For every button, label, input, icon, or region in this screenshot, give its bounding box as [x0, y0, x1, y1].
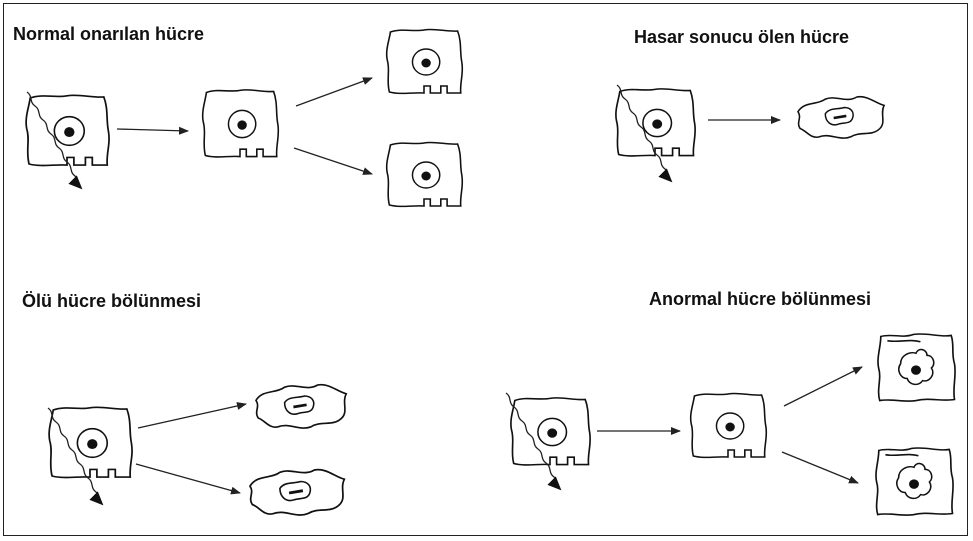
arrow: [294, 148, 372, 174]
arrow: [136, 464, 240, 493]
arrow: [117, 129, 188, 131]
daughter-cell: [387, 29, 463, 93]
dead-division-panel: [48, 385, 346, 515]
abnormal-panel: [506, 334, 955, 515]
arrow: [782, 452, 858, 483]
repaired-cell: [691, 393, 767, 457]
arrow: [784, 367, 862, 406]
dead-cell: [798, 97, 884, 138]
irradiated-cell: [616, 89, 695, 156]
irradiated-cell: [511, 398, 590, 465]
dead-panel: [616, 85, 884, 181]
abnormal-daughter-cell: [878, 334, 955, 401]
repaired-cell: [203, 90, 279, 157]
normal-panel: [26, 29, 462, 206]
abnormal-daughter-cell: [876, 448, 953, 515]
arrow: [296, 78, 372, 106]
irradiated-cell: [26, 95, 109, 165]
dead-cell: [250, 470, 344, 515]
dead-cell: [256, 385, 346, 428]
daughter-cell: [387, 142, 463, 206]
arrow: [138, 404, 246, 428]
irradiated-cell: [49, 407, 132, 477]
